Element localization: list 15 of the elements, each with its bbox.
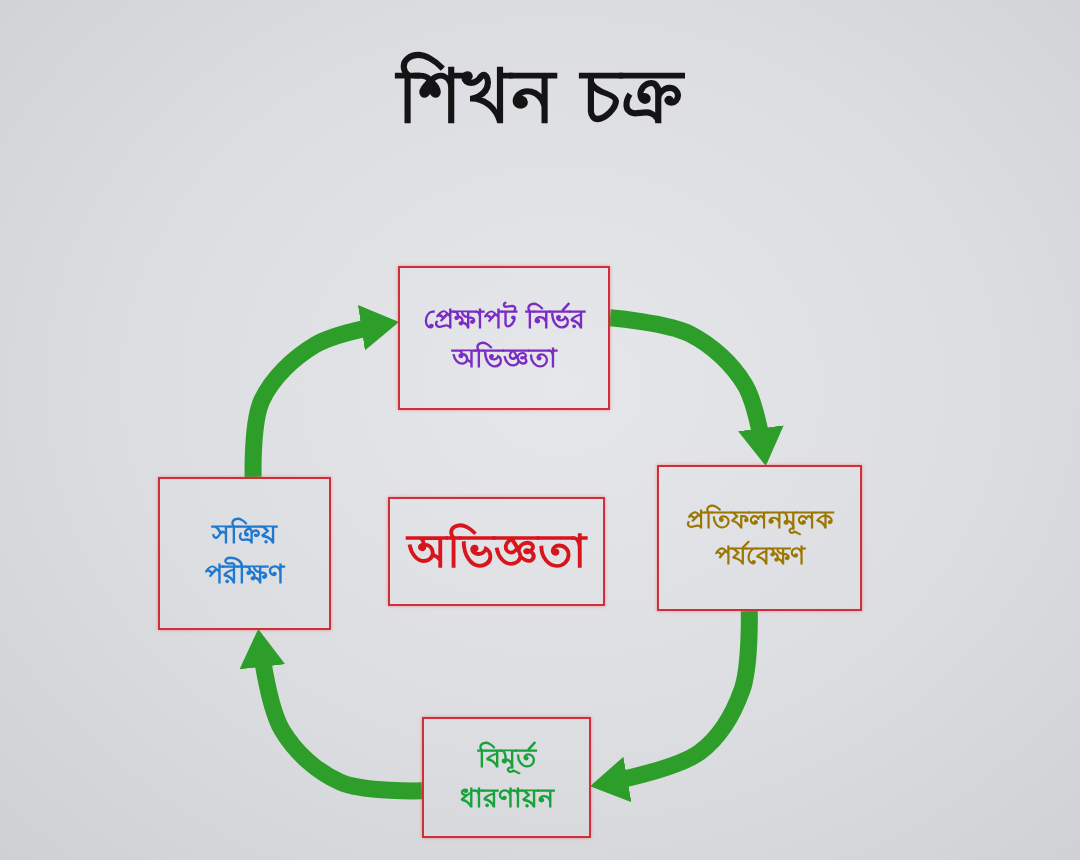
title: শিখন চক্র [397,50,683,141]
curved-arrow [239,629,423,800]
step-box [158,477,331,630]
step-label: প্রেক্ষাপট নির্ভর অভিজ্ঞতা [421,300,587,375]
step-label: বিমূর্ত ধারণায়ন [458,740,556,815]
step-label: প্রতিফলনমূলক পর্যবেক্ষণ [685,503,836,572]
curved-arrow [244,305,400,478]
step-label: সক্রিয় পরীক্ষণ [204,516,286,591]
center-label: অভিজ্ঞতা [407,522,586,581]
step-box [422,717,591,838]
step-box [398,266,610,410]
step-box [657,465,862,611]
curved-arrow [589,610,758,802]
center-box [388,497,605,606]
curved-arrow [609,309,784,467]
